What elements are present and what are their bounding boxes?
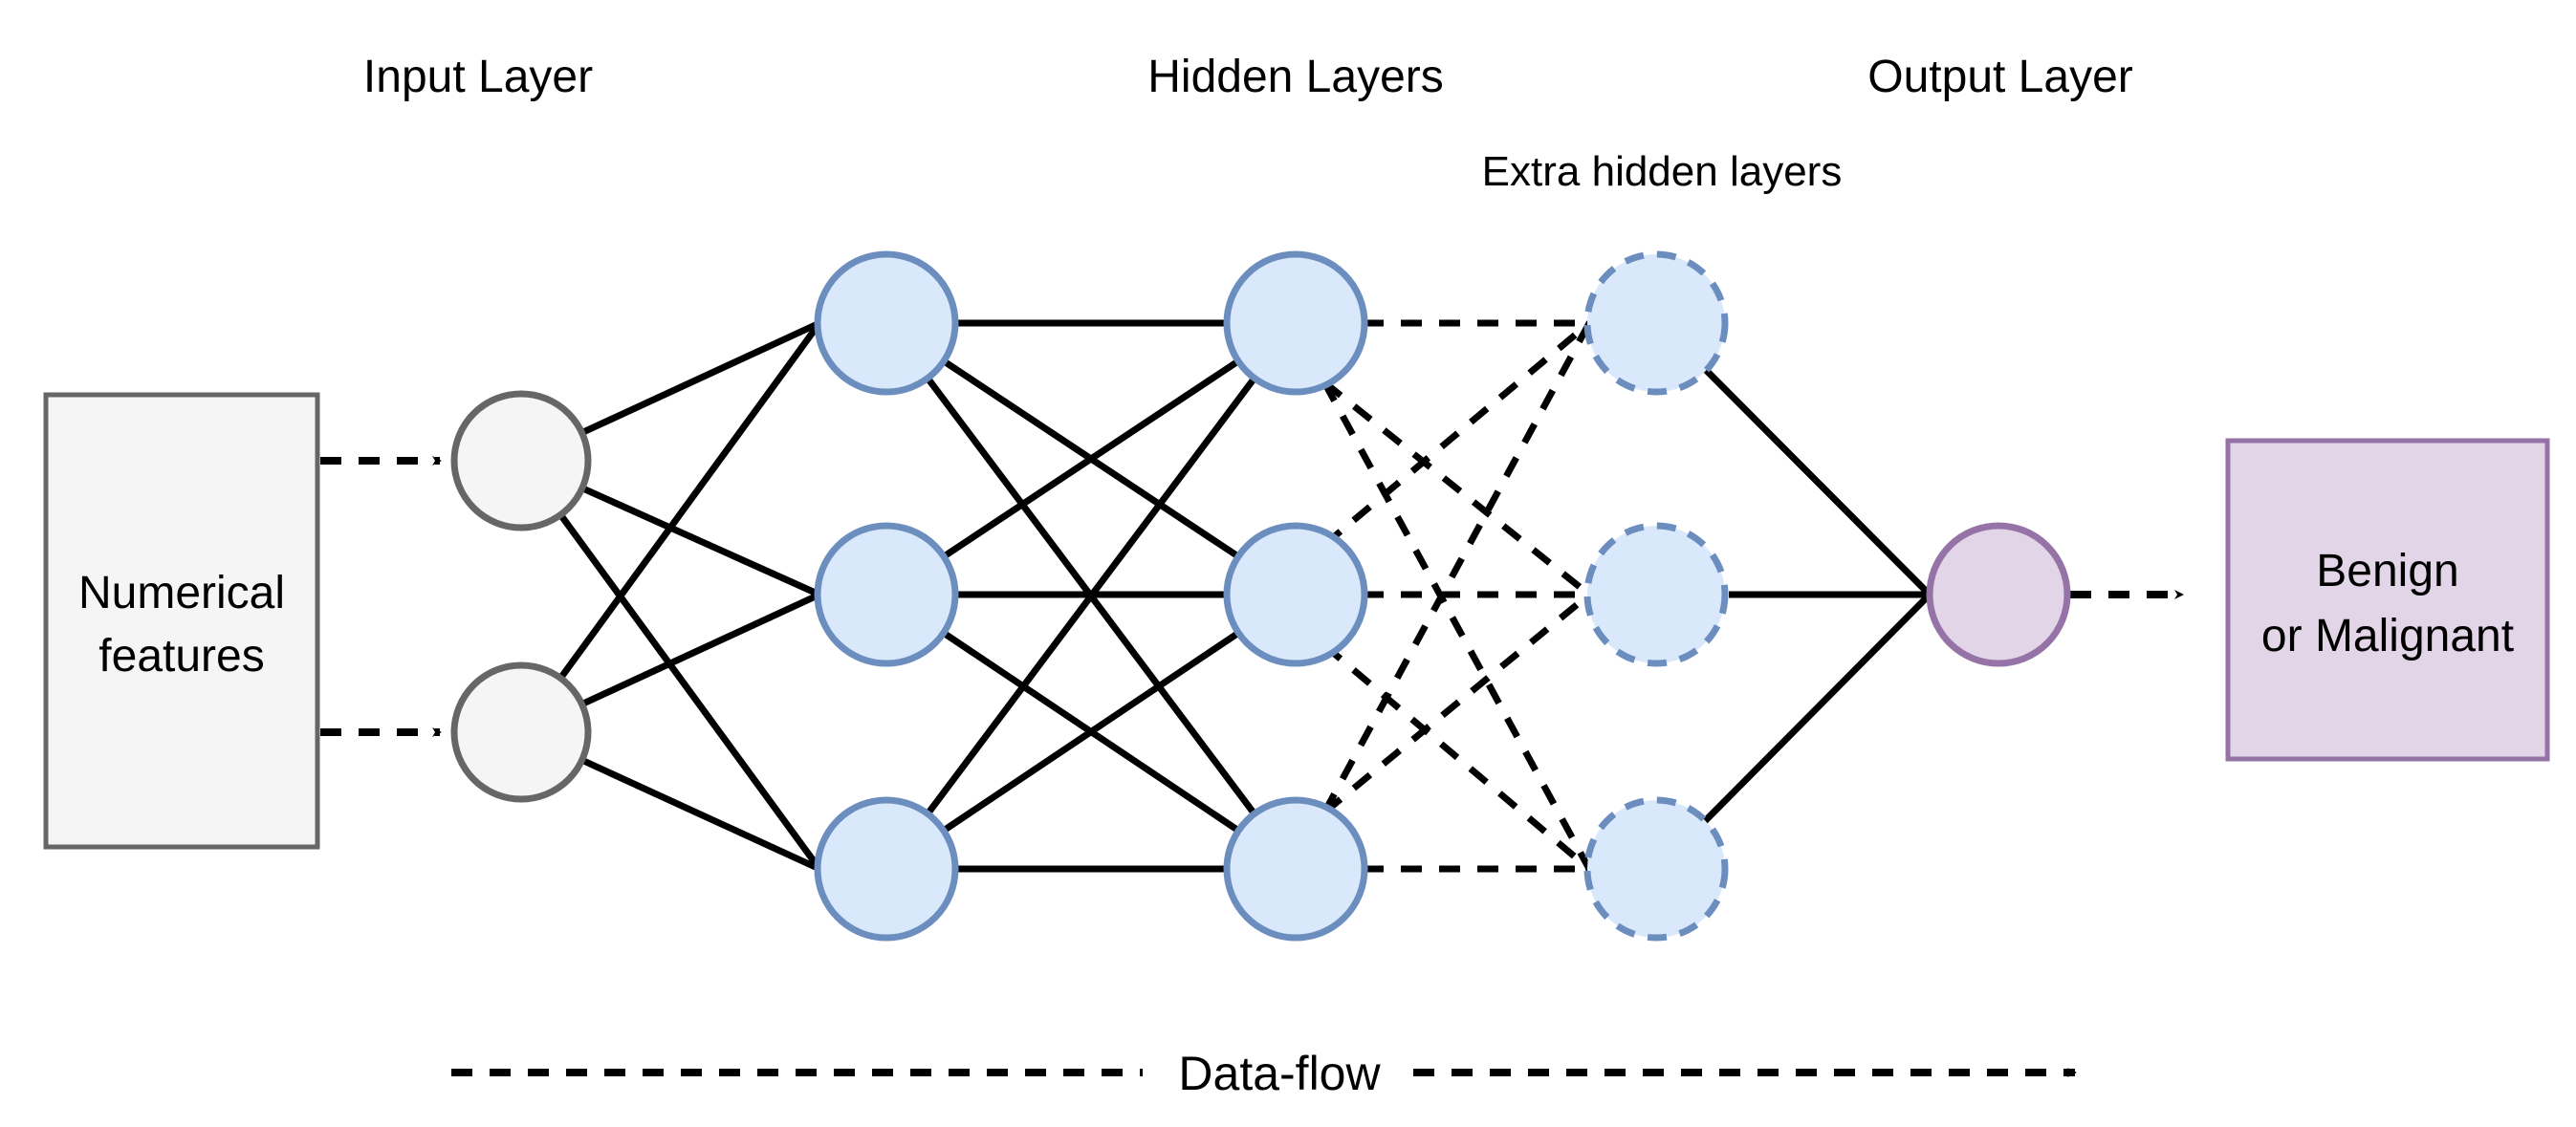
output-box-line1: Benign — [2316, 546, 2458, 596]
extra-hidden-node — [1583, 522, 1729, 667]
hidden1-node — [814, 796, 959, 942]
input-box-line1: Numerical — [78, 568, 285, 618]
input-node — [450, 390, 592, 531]
extra-hidden-node — [1583, 796, 1729, 942]
output-layer-header: Output Layer — [1867, 52, 2133, 102]
input-features-box — [43, 392, 320, 850]
edges-extra-to-output — [1701, 365, 1932, 825]
dataflow-label: Data-flow — [1178, 1047, 1381, 1100]
input-box-line2: features — [98, 631, 264, 682]
extra-hidden-layers-label: Extra hidden layers — [1482, 148, 1843, 195]
hidden1-node — [814, 250, 959, 396]
edges-hidden2-to-extra — [1321, 319, 1593, 873]
output-class-box — [2225, 438, 2550, 762]
hidden2-node — [1223, 796, 1368, 942]
extra-hidden-node — [1583, 250, 1729, 396]
hidden2-node — [1223, 522, 1368, 667]
hidden1-node — [814, 522, 959, 667]
input-arrows — [320, 456, 442, 737]
output-box-line2: or Malignant — [2261, 611, 2514, 661]
edges-input-to-hidden1 — [518, 319, 822, 873]
hidden-layers-header: Hidden Layers — [1147, 52, 1444, 102]
input-layer-header: Input Layer — [363, 52, 593, 102]
input-node — [450, 661, 592, 803]
output-node — [1926, 522, 2071, 667]
hidden2-node — [1223, 250, 1368, 396]
